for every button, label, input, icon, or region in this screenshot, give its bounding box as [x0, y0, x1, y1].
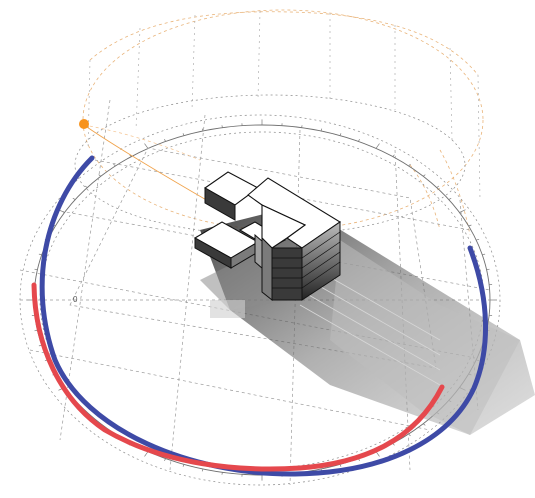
summer-sun-arc — [39, 155, 489, 477]
ground-label: 0 — [73, 295, 78, 304]
compass-tick — [408, 433, 411, 437]
compass-tick — [144, 143, 149, 149]
compass-tick — [201, 128, 204, 132]
compass-tick — [301, 125, 303, 128]
compass-tick — [98, 174, 102, 177]
compass-tick — [339, 133, 342, 136]
sun-ray — [83, 124, 216, 206]
compass-tick — [392, 154, 395, 157]
compass-tick — [164, 139, 166, 142]
compass-tick — [422, 174, 426, 177]
compass-tick — [84, 185, 88, 188]
compass-tick — [468, 224, 472, 227]
compass-tick — [375, 143, 380, 149]
compass-tick — [72, 197, 76, 200]
compass-tick — [164, 458, 166, 461]
compass-tick — [182, 133, 185, 136]
compass-tick — [358, 139, 360, 142]
compass-tick — [182, 464, 185, 467]
compass-tick — [144, 451, 149, 457]
compass-tick — [476, 238, 480, 241]
compass-tick — [320, 128, 323, 132]
compass-tick — [482, 253, 486, 256]
compass-tick — [459, 209, 466, 213]
compass-tick — [436, 185, 440, 188]
compass-tick — [201, 468, 204, 472]
compass-tick — [129, 154, 132, 157]
compass-tick — [221, 125, 223, 128]
sun-arcs — [31, 155, 489, 477]
winter-sun-arc — [31, 282, 445, 472]
compass-tick — [408, 163, 411, 167]
building-massing — [193, 171, 342, 302]
compass-tick — [113, 163, 116, 167]
compass-tick — [221, 472, 223, 475]
compass-tick — [38, 253, 42, 256]
compass-tick — [422, 423, 426, 426]
compass-tick — [339, 464, 342, 467]
sun-marker — [79, 119, 89, 129]
compass-tick — [448, 197, 452, 200]
